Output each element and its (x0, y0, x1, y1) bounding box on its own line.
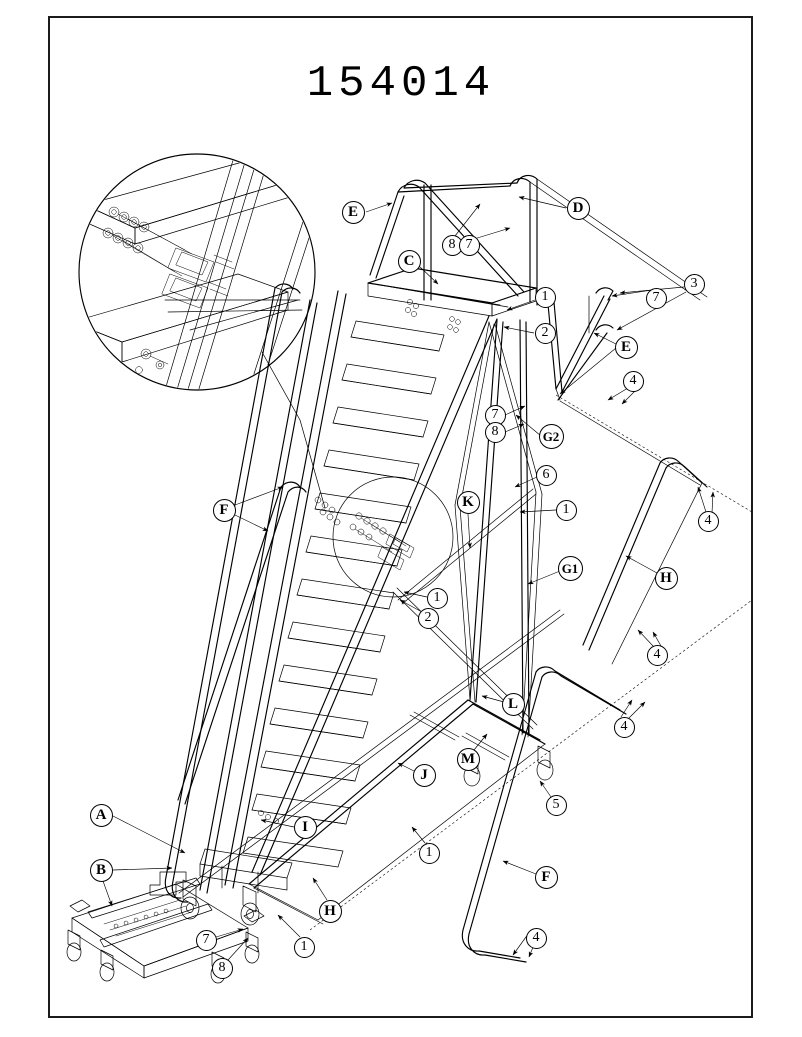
fastener-clusters (258, 299, 461, 824)
page-title: 154014 (306, 59, 496, 109)
callout-bubble-2[interactable]: 2 (417, 607, 439, 629)
callout-bubble-h[interactable]: H (318, 899, 342, 923)
callout-bubble-1[interactable]: 1 (418, 842, 440, 864)
callout-bubble-f[interactable]: F (212, 498, 236, 522)
callout-bubble-b[interactable]: B (89, 858, 113, 882)
top-platform (367, 267, 537, 317)
callout-bubble-d[interactable]: D (566, 196, 590, 220)
callout-bubble-l[interactable]: L (501, 692, 525, 716)
callout-bubble-j[interactable]: J (412, 763, 436, 787)
callout-bubble-1[interactable]: 1 (555, 499, 577, 521)
callout-bubble-g1[interactable]: G1 (557, 555, 583, 581)
callout-bubble-4[interactable]: 4 (613, 716, 635, 738)
callout-bubble-e[interactable]: E (614, 335, 638, 359)
callout-bubble-k[interactable]: K (456, 490, 480, 514)
callout-bubble-4[interactable]: 4 (697, 510, 719, 532)
base-subassembly-detail (66, 877, 265, 984)
callout-bubble-1[interactable]: 1 (426, 587, 448, 609)
callout-bubble-5[interactable]: 5 (545, 794, 567, 816)
callout-bubble-7[interactable]: 7 (645, 287, 667, 309)
callout-bubble-4[interactable]: 4 (622, 370, 644, 392)
callout-bubble-7[interactable]: 7 (458, 234, 480, 256)
callout-bubble-3[interactable]: 3 (683, 273, 705, 295)
callout-bubble-8[interactable]: 8 (484, 421, 506, 443)
base-frame (178, 599, 753, 931)
casters (180, 745, 554, 926)
callout-bubble-h[interactable]: H (654, 566, 678, 590)
callout-bubble-2[interactable]: 2 (534, 322, 556, 344)
callout-bubble-f[interactable]: F (534, 865, 558, 889)
callout-bubble-c[interactable]: C (397, 249, 421, 273)
callout-bubble-g2[interactable]: G2 (538, 423, 564, 449)
callout-bubble-m[interactable]: M (456, 747, 480, 771)
callout-bubble-6[interactable]: 6 (535, 464, 557, 486)
callout-bubble-8[interactable]: 8 (211, 957, 233, 979)
callout-bubble-1[interactable]: 1 (534, 286, 556, 308)
callout-bubble-4[interactable]: 4 (646, 644, 668, 666)
clip-icon (149, 871, 187, 896)
ladder-steps (242, 320, 445, 868)
callout-bubble-1[interactable]: 1 (293, 936, 315, 958)
callout-bubble-e[interactable]: E (341, 200, 365, 224)
callout-bubble-a[interactable]: A (89, 803, 113, 827)
detail-magnifier-mid (332, 476, 454, 598)
callout-bubble-4[interactable]: 4 (525, 927, 547, 949)
detail-magnifier-upper (78, 153, 326, 509)
callout-bubble-i[interactable]: I (293, 815, 317, 839)
callout-bubble-7[interactable]: 7 (195, 929, 217, 951)
